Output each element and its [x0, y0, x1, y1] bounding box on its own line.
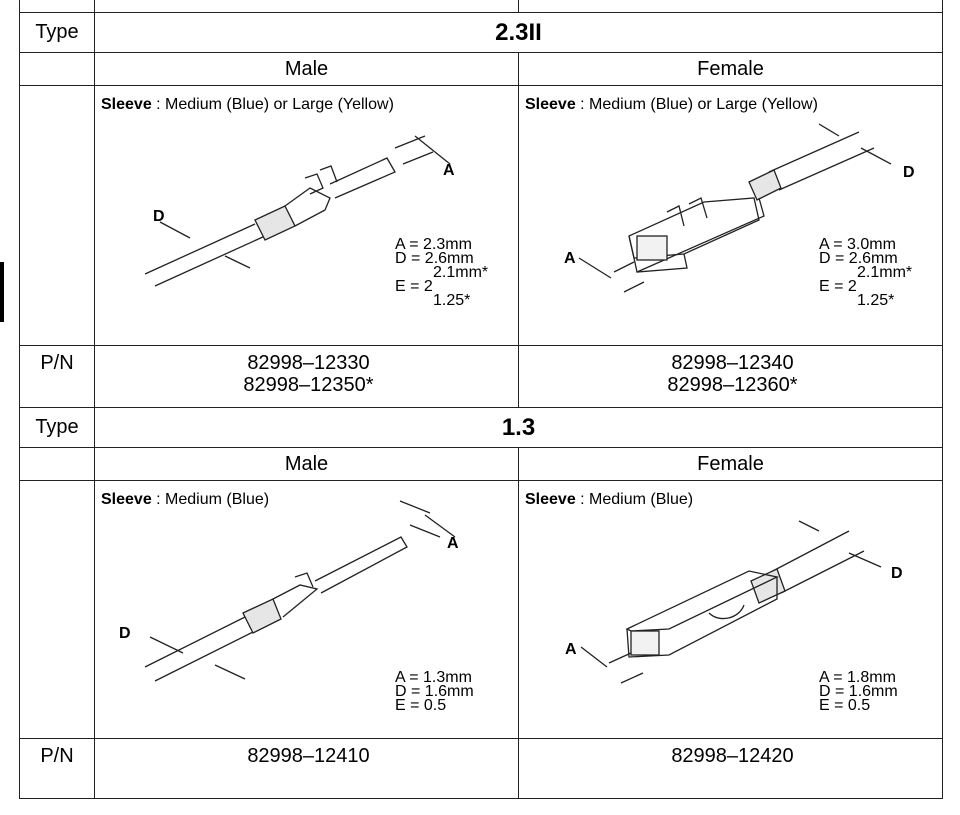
dimension-values: A = 3.0mm D = 2.6mm 2.1mm* E = 2 1.25*: [819, 236, 913, 309]
sleeve-spec: Sleeve : Medium (Blue): [525, 491, 694, 508]
dimension-values: A = 2.3mm D = 2.6mm 2.1mm* E = 2 1.25*: [395, 236, 489, 309]
female-header: Female: [518, 52, 943, 86]
female-header: Female: [518, 447, 943, 481]
male-terminal-2-3-drawing: [144, 135, 451, 287]
dim-letter-a: A: [565, 641, 577, 658]
dim-letter-d: D: [153, 208, 165, 225]
dimension-values: A = 1.3mm D = 1.6mm E = 0.5: [395, 669, 474, 714]
male-diagram-cell-2: Sleeve : Medium (Blue): [94, 480, 519, 739]
dim-letter-d: D: [903, 164, 915, 181]
diagram-row-2: Sleeve : Medium (Blue): [19, 480, 943, 739]
pn-label: P/N: [19, 738, 95, 799]
dim-letter-d: D: [891, 565, 903, 582]
type-label: Type: [19, 407, 95, 448]
margin-bar: [0, 262, 4, 322]
male-diagram-cell-1: Sleeve : Medium (Blue) or Large (Yellow): [94, 85, 519, 346]
sleeve-spec: Sleeve : Medium (Blue) or Large (Yellow): [101, 96, 394, 113]
female-part-numbers: 82998–12340 82998–12360*: [518, 345, 943, 408]
dimension-values: A = 1.8mm D = 1.6mm E = 0.5: [819, 669, 898, 714]
male-header: Male: [94, 52, 519, 86]
sleeve-spec: Sleeve : Medium (Blue): [101, 491, 270, 508]
gender-row-2: Male Female: [19, 447, 943, 481]
female-terminal-2-3-drawing: [578, 123, 892, 293]
dim-letter-a: A: [447, 535, 459, 552]
female-diagram-cell-2: Sleeve : Medium (Blue): [518, 480, 943, 739]
male-terminal-1-3-drawing: [144, 500, 456, 682]
male-header: Male: [94, 447, 519, 481]
female-part-numbers: 82998–12420: [518, 738, 943, 799]
dim-letter-a: A: [443, 162, 455, 179]
female-terminal-1-3-drawing: [580, 520, 882, 684]
top-stub-row: [19, 0, 943, 13]
gender-row-1: Male Female: [19, 52, 943, 86]
type-label: Type: [19, 12, 95, 53]
female-diagram-cell-1: Sleeve : Medium (Blue) or Large (Yellow): [518, 85, 943, 346]
type-row-2: Type 1.3: [19, 407, 943, 448]
diagram-row-1: Sleeve : Medium (Blue) or Large (Yellow): [19, 85, 943, 346]
type-value: 1.3: [94, 407, 943, 448]
type-value: 2.3II: [94, 12, 943, 53]
pn-label: P/N: [19, 345, 95, 408]
pn-row-1: P/N 82998–12330 82998–12350* 82998–12340…: [19, 345, 943, 408]
sleeve-spec: Sleeve : Medium (Blue) or Large (Yellow): [525, 96, 818, 113]
dim-letter-d: D: [119, 625, 131, 642]
pn-row-2: P/N 82998–12410 82998–12420: [19, 738, 943, 799]
male-part-numbers: 82998–12410: [94, 738, 519, 799]
type-row-1: Type 2.3II: [19, 12, 943, 53]
terminal-spec-table: Type 2.3II Male Female Sleeve : Medium (…: [19, 0, 943, 799]
male-part-numbers: 82998–12330 82998–12350*: [94, 345, 519, 408]
dim-letter-a: A: [564, 250, 576, 267]
